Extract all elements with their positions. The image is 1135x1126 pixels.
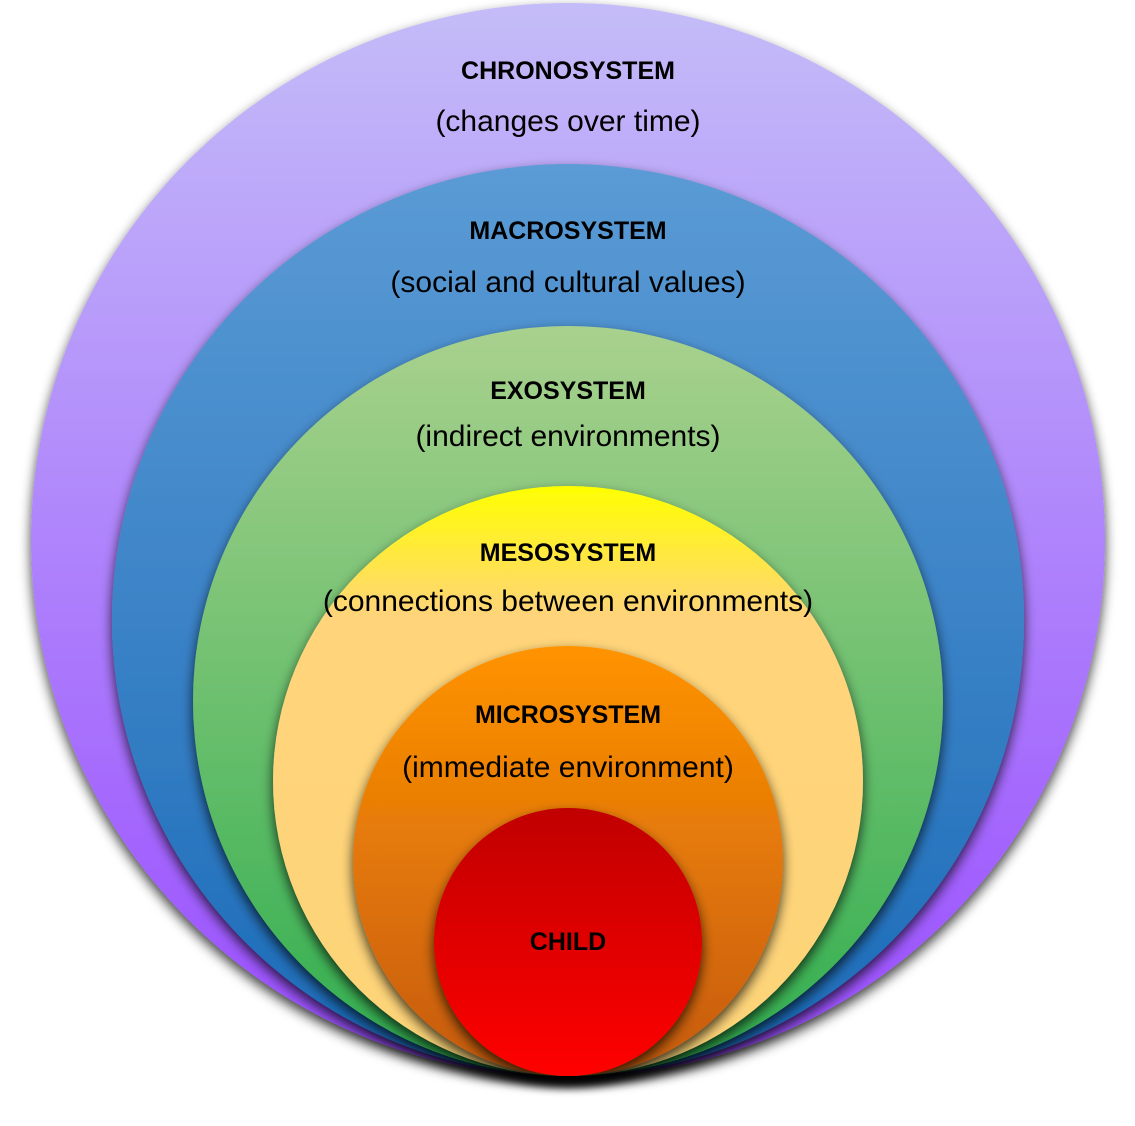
- mesosystem-subtitle: (connections between environments): [323, 585, 813, 618]
- macrosystem-subtitle: (social and cultural values): [390, 266, 745, 299]
- chronosystem-title: CHRONOSYSTEM: [461, 57, 675, 85]
- microsystem-title: MICROSYSTEM: [475, 701, 661, 729]
- child-title: CHILD: [530, 928, 606, 956]
- macrosystem-title: MACROSYSTEM: [469, 217, 666, 245]
- chronosystem-subtitle: (changes over time): [435, 105, 700, 138]
- microsystem-subtitle: (immediate environment): [402, 751, 734, 784]
- exosystem-subtitle: (indirect environments): [415, 420, 720, 453]
- child-circle: [434, 808, 702, 1076]
- mesosystem-title: MESOSYSTEM: [480, 539, 656, 567]
- exosystem-title: EXOSYSTEM: [490, 377, 646, 405]
